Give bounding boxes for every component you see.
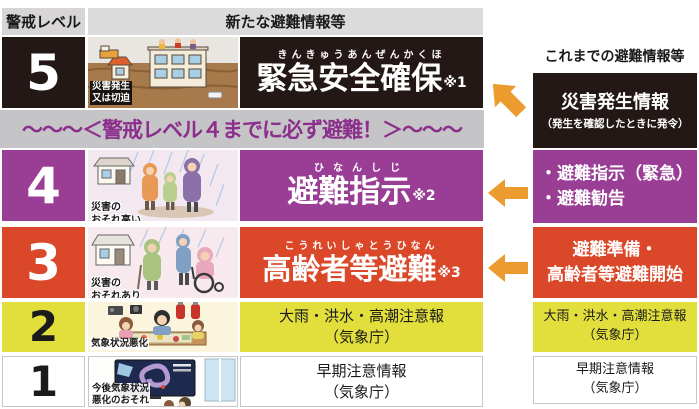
level-3-number: 3	[26, 233, 61, 292]
level-3-number-cell: 3	[2, 227, 85, 298]
level-2-caption: 気象状況悪化	[90, 338, 150, 350]
banner-text: 〜〜〜＜警戒レベル４までに必ず避難！＞〜〜〜	[22, 118, 463, 142]
level-1-number: 1	[28, 356, 59, 406]
previous-early-warning-box: 早期注意情報 （気象庁）	[533, 356, 697, 404]
level-1-info-line1: 早期注意情報	[316, 361, 407, 380]
previous-box5-line1: 早期注意情報	[575, 362, 654, 378]
level-5-action-text: 緊急安全確保	[256, 60, 443, 97]
previous-box1-line2: （発生を確認したときに発令）	[541, 117, 689, 130]
level-2-illustration: 気象状況悪化	[88, 302, 238, 352]
level-3-note: ※3	[437, 264, 461, 281]
level-4-action-text: 避難指示	[287, 173, 412, 210]
previous-disaster-occurrence-box: 災害発生情報 （発生を確認したときに発令）	[533, 73, 697, 148]
level-5-action: 緊急安全確保※1	[256, 60, 467, 97]
previous-box5-line2: （気象庁）	[582, 381, 648, 396]
level-4-furigana: ひなんしじ	[314, 162, 409, 174]
header-previous-info: これまでの避難情報等	[530, 46, 699, 66]
level-4-caption-line2: おそれ高い	[91, 214, 141, 222]
level-3-furigana: こうれいしゃとうひなん	[284, 240, 439, 252]
level-4-caption: 災害の おそれ高い	[91, 202, 141, 221]
previous-box2-line1: ・避難指示（緊急）	[540, 163, 693, 184]
level-2-info-line1: 大雨・洪水・高潮注意報	[278, 307, 444, 325]
previous-evacuation-preparation-box: 避難準備・ 高齢者等避難開始	[533, 227, 697, 298]
previous-box1-line1: 災害発生情報	[561, 91, 669, 113]
evacuating-people-icon	[93, 150, 225, 218]
arrow-up-left-icon	[476, 67, 538, 129]
arrow-left-icon-level3	[488, 252, 528, 284]
level-5-caption-line2: 又は切迫	[90, 92, 133, 105]
arrow-left-icon-level4	[488, 177, 528, 209]
level-4-number: 4	[26, 156, 61, 215]
level-4-action-cell: ひなんしじ 避難指示※2	[240, 150, 483, 221]
level-1-number-cell: 1	[2, 356, 85, 407]
level-3-action: 高齢者等避難※3	[262, 254, 460, 284]
previous-advisory-box: 大雨・洪水・高潮注意報 （気象庁）	[533, 302, 697, 352]
previous-box4-line2: （気象庁）	[582, 328, 648, 343]
level-1-caption-line1: 今後気象状況	[92, 383, 150, 394]
header-new-info: 新たな避難情報等	[88, 8, 483, 35]
level-3-caption-line1: 災害の	[91, 278, 121, 289]
level-3-action-cell: こうれいしゃとうひなん 高齢者等避難※3	[240, 227, 483, 298]
header-warning-level-label: 警戒レベル	[5, 13, 81, 31]
level-4-number-cell: 4	[2, 150, 85, 221]
level-1-caption-line2: 悪化のおそれ	[92, 394, 150, 406]
header-new-info-label: 新たな避難情報等	[225, 13, 346, 31]
level-3-action-text: 高齢者等避難	[262, 251, 437, 286]
level-3-illustration: 災害の おそれあり	[88, 227, 238, 298]
level-3-caption: 災害の おそれあり	[91, 278, 141, 298]
level-4-caption-line1: 災害の	[91, 202, 121, 213]
previous-box3-line2: 高齢者等避難開始	[547, 264, 683, 285]
level-2-number-cell: 2	[2, 302, 85, 352]
level-5-furigana: きんきゅうあんぜんかくほ	[277, 49, 446, 61]
level-4-illustration: 災害の おそれ高い	[88, 150, 238, 221]
family-hazard-map-icon	[108, 302, 207, 346]
evacuate-by-level4-banner: 〜〜〜＜警戒レベル４までに必ず避難！＞〜〜〜	[0, 110, 484, 148]
previous-box4-line1: 大雨・洪水・高潮注意報	[543, 309, 687, 325]
header-previous-info-label: これまでの避難情報等	[544, 49, 685, 65]
level-1-illustration: 今後気象状況 悪化のおそれ	[88, 356, 238, 407]
elderly-evacuation-icon	[91, 227, 225, 294]
header-warning-level: 警戒レベル	[2, 8, 85, 35]
level-1-info-cell: 早期注意情報 （気象庁）	[240, 356, 483, 407]
level-5-number-cell: 5	[2, 37, 85, 108]
previous-box3-line1: 避難準備・	[572, 239, 658, 260]
level-3-caption-line2: おそれあり	[91, 290, 141, 299]
level-2-number: 2	[28, 302, 59, 351]
level-5-note: ※1	[443, 74, 467, 91]
level-1-caption: 今後気象状況 悪化のおそれ	[91, 383, 151, 406]
level-5-caption: 災害発生 又は切迫	[90, 81, 133, 105]
level-5-caption-line1: 災害発生	[90, 81, 133, 93]
previous-evacuation-order-box: ・避難指示（緊急） ・避難勧告	[533, 150, 697, 223]
level-5-illustration: 災害発生 又は切迫	[88, 37, 238, 108]
level-5-action-cell: きんきゅうあんぜんかくほ 緊急安全確保※1	[240, 37, 483, 108]
level-2-info-cell: 大雨・洪水・高潮注意報 （気象庁）	[240, 302, 483, 352]
level-1-info-line2: （気象庁）	[323, 382, 399, 401]
level-4-action: 避難指示※2	[287, 173, 436, 210]
previous-box2-line2: ・避難勧告	[540, 188, 625, 209]
level-5-number: 5	[26, 43, 61, 102]
level-2-caption-line1: 気象状況悪化	[91, 338, 149, 349]
level-4-note: ※2	[412, 187, 436, 204]
level-2-info-line2: （気象庁）	[323, 328, 399, 346]
